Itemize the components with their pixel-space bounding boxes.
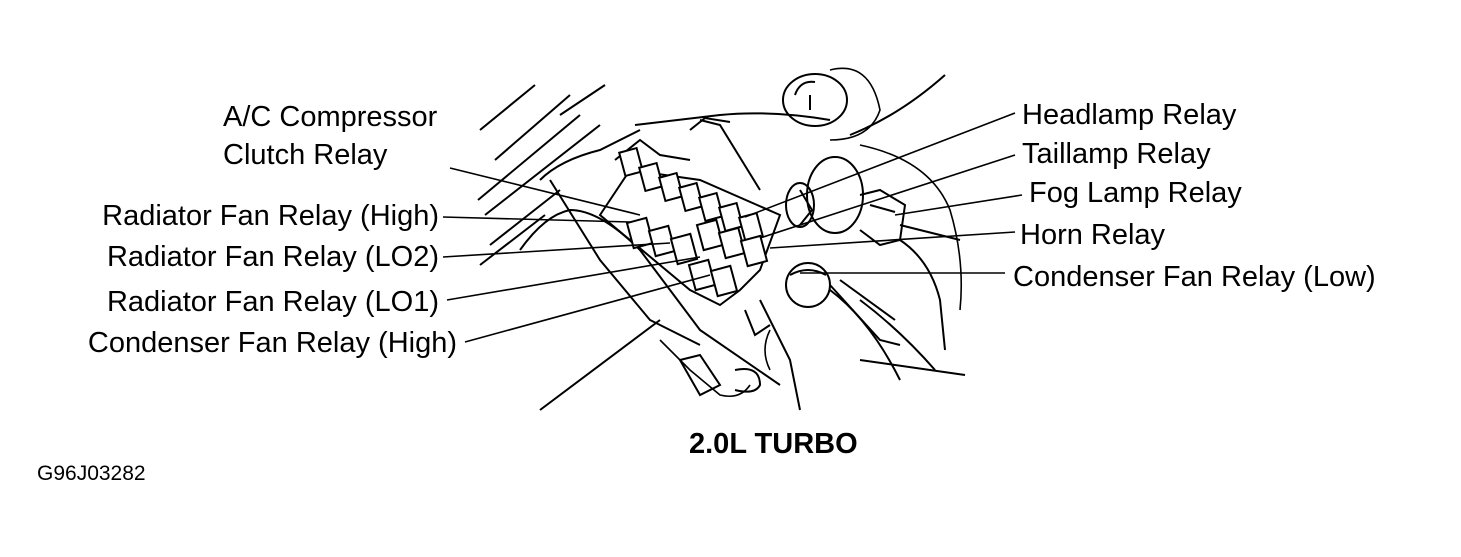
label-radiator-fan-lo1: Radiator Fan Relay (LO1) (106, 286, 439, 318)
leader-lines (442, 112, 1023, 343)
hatching (477, 84, 606, 266)
label-ac-compressor-line2: Clutch Relay (223, 139, 388, 171)
label-taillamp: Taillamp Relay (1022, 138, 1211, 170)
label-radiator-fan-high: Radiator Fan Relay (High) (102, 200, 439, 232)
label-fog-lamp: Fog Lamp Relay (1029, 177, 1242, 209)
figure-id: G96J03282 (37, 462, 146, 485)
label-ac-compressor: A/C Compressor Clutch Relay (223, 101, 437, 171)
label-condenser-fan-low: Condenser Fan Relay (Low) (1013, 261, 1376, 293)
right-components (785, 156, 961, 346)
diagram-caption: 2.0L TURBO (689, 428, 858, 460)
label-ac-compressor-line1: A/C Compressor (223, 101, 438, 133)
relay-block (598, 138, 782, 307)
label-horn: Horn Relay (1020, 219, 1166, 251)
label-condenser-fan-high: Condenser Fan Relay (High) (87, 327, 457, 359)
label-radiator-fan-lo2: Radiator Fan Relay (LO2) (106, 241, 439, 273)
label-headlamp: Headlamp Relay (1022, 99, 1237, 131)
